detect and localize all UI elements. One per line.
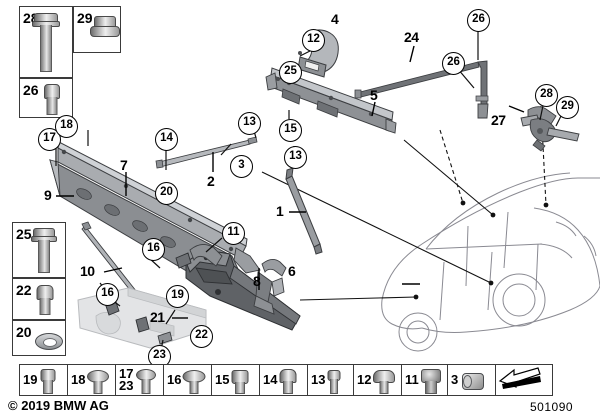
inset-box-22-number: 22: [16, 282, 32, 298]
inset-box-22: 22: [12, 278, 66, 320]
inset-box-29-number: 29: [77, 10, 93, 26]
callout-23[interactable]: 23: [148, 345, 171, 368]
legend-number-14: 14: [263, 372, 278, 387]
oval-head-bolt-icon: [136, 367, 157, 394]
inset-box-25-number: 25: [16, 226, 32, 242]
callout-11[interactable]: 11: [222, 222, 245, 245]
label-10: 10: [80, 263, 95, 279]
part-6-bracket: [253, 259, 287, 315]
legend-number-12: 12: [357, 372, 372, 387]
label-6: 6: [288, 263, 296, 279]
callout-13-b[interactable]: 13: [284, 146, 307, 169]
part-2-bar: [155, 136, 258, 169]
callout-20[interactable]: 20: [155, 182, 178, 205]
callout-13-a[interactable]: 13: [238, 112, 261, 135]
label-27: 27: [491, 112, 506, 128]
legend-number-17-top: 17: [119, 366, 134, 381]
callout-25-top[interactable]: 25: [279, 61, 302, 84]
flat-washer-icon: [35, 333, 63, 350]
callout-19[interactable]: 19: [166, 285, 189, 308]
part-1-strut: [285, 167, 323, 255]
label-1: 1: [276, 203, 284, 219]
part-15-cross-member: [265, 67, 397, 134]
label-21: 21: [150, 309, 165, 325]
callout-14[interactable]: 14: [155, 128, 178, 151]
legend-cell-12[interactable]: 12: [354, 365, 402, 395]
inset-box-25: 25: [12, 222, 66, 278]
car-outline: [381, 172, 600, 352]
callout-29-top[interactable]: 29: [556, 96, 579, 119]
callout-15[interactable]: 15: [279, 119, 302, 142]
label-24: 24: [404, 29, 419, 45]
pan-head-bolt-icon: [373, 367, 396, 394]
copyright-notice: © 2019 BMW AG: [8, 398, 109, 413]
part-11-bracket: [189, 244, 223, 267]
mushroom-head-bolt-icon: [87, 367, 110, 394]
legend-number-23-bottom: 23: [119, 378, 134, 393]
small-head-bolt-icon: [327, 367, 341, 394]
dome-head-bolt-icon: [279, 367, 297, 394]
label-5: 5: [370, 87, 378, 103]
callout-22[interactable]: 22: [190, 325, 213, 348]
legend-cell-19[interactable]: 19: [20, 365, 68, 395]
direction-arrow-icon: [498, 367, 541, 389]
legend-cell-11[interactable]: 11: [402, 365, 448, 395]
legend-number-19: 19: [23, 372, 38, 387]
part-4-bracket: [297, 29, 339, 78]
legend-cell-17-23[interactable]: 17 23: [116, 365, 164, 395]
legend-strip: 19 18 17 23 16: [19, 364, 553, 396]
label-2: 2: [207, 173, 215, 189]
callout-16-a[interactable]: 16: [142, 238, 165, 261]
legend-number-18: 18: [71, 372, 86, 387]
callout-17[interactable]: 17: [38, 128, 61, 151]
legend-number-16: 16: [167, 372, 182, 387]
hex-head-bolt-icon: [231, 367, 249, 394]
bushing-sleeve-icon: [460, 369, 485, 391]
legend-number-15: 15: [215, 372, 230, 387]
label-4: 4: [331, 11, 339, 27]
callout-3[interactable]: 3: [230, 155, 253, 178]
inset-box-20-number: 20: [16, 324, 32, 340]
inset-box-20: 20: [12, 320, 66, 356]
inset-box-26: 26: [19, 78, 73, 118]
legend-number-3: 3: [451, 372, 459, 387]
callout-26-b[interactable]: 26: [442, 52, 465, 75]
legend-number-11: 11: [405, 372, 419, 387]
diagram-number: 501090: [530, 400, 574, 414]
label-9: 9: [44, 187, 52, 203]
inset-box-26-number: 26: [23, 82, 39, 98]
label-7: 7: [120, 157, 128, 173]
legend-cell-18[interactable]: 18: [68, 365, 116, 395]
legend-cell-15[interactable]: 15: [212, 365, 260, 395]
callout-16-b[interactable]: 16: [96, 283, 119, 306]
callout-26-a[interactable]: 26: [467, 9, 490, 32]
legend-cell-14[interactable]: 14: [260, 365, 308, 395]
inset-box-29: 29: [73, 6, 121, 53]
inset-box-28: 28: [19, 6, 73, 78]
wheel-bolt-icon: [39, 367, 57, 394]
label-8: 8: [253, 273, 261, 289]
legend-number-17: 17 23: [119, 366, 134, 393]
legend-cell-direction-arrow[interactable]: [496, 365, 552, 395]
callout-28-top[interactable]: 28: [535, 84, 558, 107]
callout-12[interactable]: 12: [302, 29, 325, 52]
legend-cell-3[interactable]: 3: [448, 365, 496, 395]
callout-18[interactable]: 18: [55, 115, 78, 138]
legend-cell-13[interactable]: 13: [308, 365, 354, 395]
pointer-leaders: [261, 105, 549, 301]
legend-cell-16[interactable]: 16: [164, 365, 212, 395]
flange-head-bolt-icon: [182, 367, 206, 394]
part-27-latch: [520, 106, 580, 152]
legend-number-13: 13: [311, 372, 326, 387]
expanding-rivet-icon: [420, 367, 441, 394]
